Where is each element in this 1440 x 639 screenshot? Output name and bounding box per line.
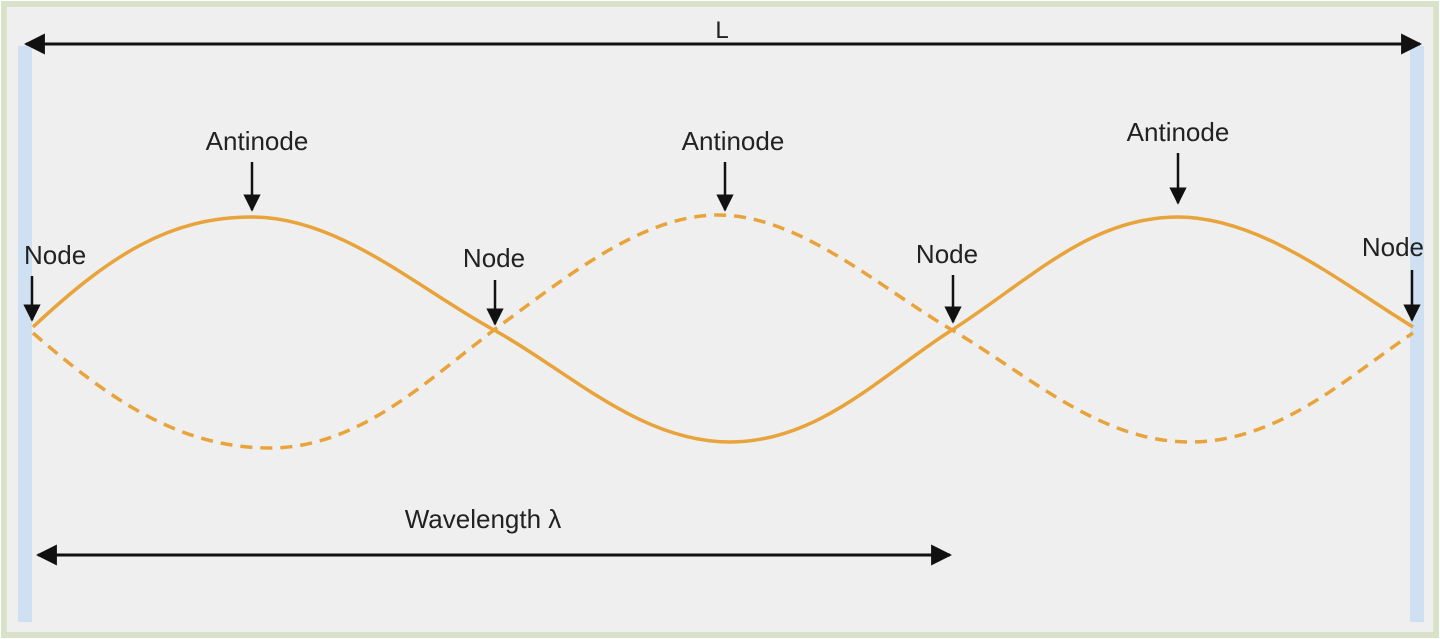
node-label-4: Node bbox=[1362, 232, 1424, 262]
node-label-2: Node bbox=[463, 243, 525, 273]
antinode-label-3: Antinode bbox=[1127, 117, 1230, 147]
standing-wave-dashed bbox=[31, 213, 1414, 450]
node-label-3: Node bbox=[916, 239, 978, 269]
node-label-1: Node bbox=[24, 240, 86, 270]
wavelength-label: Wavelength λ bbox=[405, 504, 562, 534]
left-end-wall bbox=[18, 46, 32, 622]
right-end-wall bbox=[1410, 46, 1424, 622]
standing-wave-solid bbox=[31, 215, 1414, 444]
length-label: L bbox=[715, 17, 728, 44]
antinode-label-1: Antinode bbox=[206, 126, 309, 156]
antinode-label-2: Antinode bbox=[682, 126, 785, 156]
